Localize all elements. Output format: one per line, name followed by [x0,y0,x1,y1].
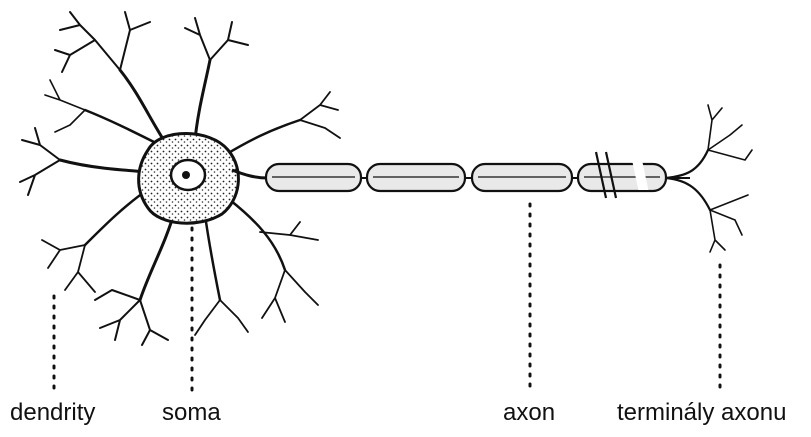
nucleolus [182,171,190,179]
label-leader-lines [54,204,720,390]
label-soma: soma [162,398,221,428]
label-dendrity: dendrity [10,398,95,428]
label-axon: axon [503,398,555,428]
label-axon-terminals: terminály axonu [617,398,786,428]
soma-body [139,134,239,224]
